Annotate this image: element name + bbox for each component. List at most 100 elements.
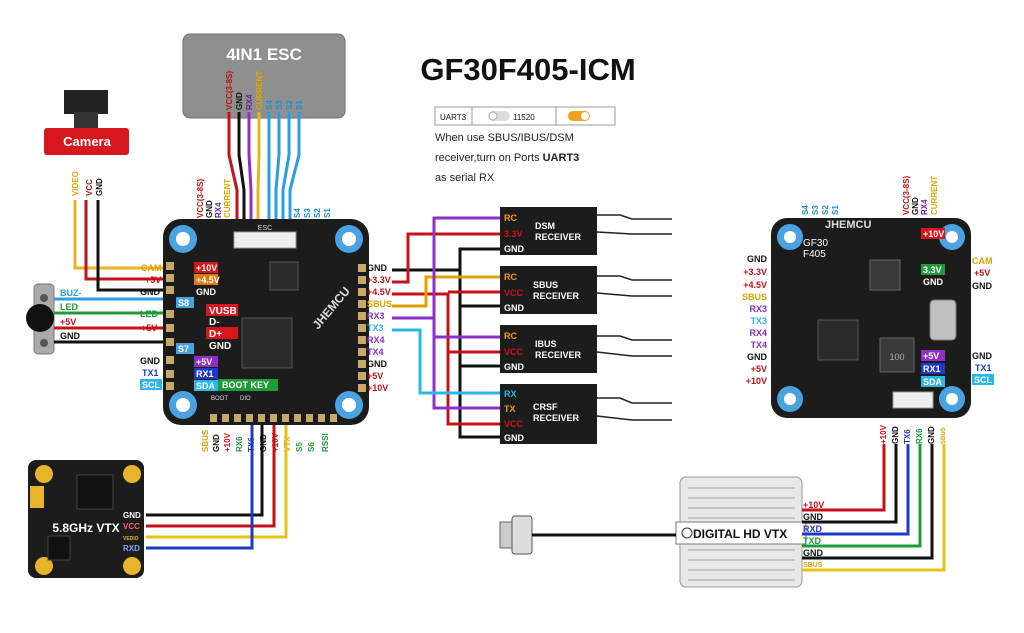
fc-top-s2: S2 <box>313 208 322 218</box>
crsf-pin-gnd: GND <box>504 433 525 443</box>
fc2-top-rx4: RX4 <box>920 199 929 215</box>
analog-vtx-wires <box>146 425 288 550</box>
fc-inner-45v: +4.5V <box>196 275 220 285</box>
fc2-left-gnd-b: GND <box>747 352 768 362</box>
analog-vtx-label: 5.8GHz VTX <box>52 521 119 535</box>
fc2-left-sbus: SBUS <box>742 292 767 302</box>
fc2-left-tx3: TX3 <box>750 316 767 326</box>
analog-vtx-pin-video: VEDIO <box>123 536 139 542</box>
fc2-left-5v: +5V <box>751 364 767 374</box>
fc-left-cam: CAM <box>141 263 162 273</box>
uart-note-line3: as serial RX <box>435 172 495 184</box>
esc-pin-s1: S1 <box>295 100 304 110</box>
fc2-left-rx3: RX3 <box>749 304 767 314</box>
fc-left-5v-b: +5V <box>141 323 157 333</box>
digital-vtx-wires <box>802 444 946 572</box>
buzzer-wires <box>54 297 172 344</box>
fc-bottom-s5: S5 <box>295 442 304 452</box>
diagram-title: GF30F405-ICM <box>420 52 635 87</box>
fc2-right-cam: CAM <box>972 256 993 266</box>
fc-dio-label: DIO <box>240 396 251 402</box>
fc2-inner-sda: SDA <box>923 377 943 387</box>
sbus-pin-rc: RC <box>504 272 517 282</box>
fc2-left-33v: +3.3V <box>743 267 767 277</box>
sbus-pin-vcc: VCC <box>504 288 524 298</box>
fc2-right-5v: +5V <box>974 268 990 278</box>
fc2-inner-33v: 3.3V <box>923 265 942 275</box>
digital-vtx-pin-sbus: SBUS <box>803 562 823 569</box>
digital-vtx-pin-labels: +10V GND RXD TXD GND SBUS <box>803 500 824 569</box>
fc-top-rx4: RX4 <box>214 202 223 218</box>
fc-inner-sda: SDA <box>196 381 216 391</box>
fc2-bottom-rx6: RX6 <box>915 428 924 444</box>
fc-right-gnd: GND <box>367 263 388 273</box>
fc2-left-gnd: GND <box>747 254 768 264</box>
fc-right-tx3: TX3 <box>367 323 384 333</box>
fc-right-labels: GND +3.3V +4.5V SBUS RX3 TX3 RX4 TX4 GND… <box>367 263 392 393</box>
esc-pin-s2: S2 <box>285 100 294 110</box>
esc-pin-vcc: VCC(3-8S) <box>225 71 234 110</box>
fc-inner-s7: S7 <box>178 344 189 354</box>
fc-left-led: LED <box>140 309 159 319</box>
dsm-pin-rc: RC <box>504 213 517 223</box>
esc-pin-current: CURRENT <box>255 71 264 110</box>
fc2-bottom-labels: +10V GND TX6 RX6 GND SBUS <box>879 424 947 444</box>
esc-pin-gnd: GND <box>235 92 244 110</box>
fc-bottom-s6: S6 <box>307 442 316 452</box>
fc-inner-rx1: RX1 <box>196 369 214 379</box>
fc-left-labels: CAM +5V GND LED +5V GND TX1 SCL <box>140 263 162 390</box>
fc-right-rx3: RX3 <box>367 311 385 321</box>
fc2-top-gnd: GND <box>911 197 920 215</box>
fc-inner-5v: +5V <box>196 357 212 367</box>
fc-left-gnd-c: GND <box>140 356 161 366</box>
fc2-top-labels: S4 S3 S2 S1 VCC(3-8S) GND RX4 CURRENT <box>801 176 939 215</box>
uart-note-port: UART3 <box>440 113 467 122</box>
camera-wires <box>73 200 172 292</box>
fc-usb-gnd: GND <box>209 341 231 352</box>
fc2-inner-5v: +5V <box>923 351 939 361</box>
fc2-top-current: CURRENT <box>930 176 939 215</box>
fc-right-tx4: TX4 <box>367 347 384 357</box>
fc2-left-10v: +10V <box>746 376 767 386</box>
camera-pin-gnd: GND <box>95 178 104 196</box>
fc-top-s1: S1 <box>323 208 332 218</box>
fc-right-sbus: SBUS <box>367 299 392 309</box>
digital-vtx-label: DIGITAL HD VTX <box>693 527 787 541</box>
camera-module: Camera VIDEO VCC GND <box>44 90 129 196</box>
fc-right-rx4: RX4 <box>367 335 385 345</box>
uart-note-line1: When use SBUS/IBUS/DSM <box>435 132 574 144</box>
fc-bottom-gnd: GND <box>212 434 221 452</box>
fc2-right-gnd-b: GND <box>972 351 993 361</box>
fc-right-gnd-b: GND <box>367 359 388 369</box>
fc-bottom-10v: +10V <box>223 432 232 452</box>
fc2-bottom-gnd-b: GND <box>927 426 936 444</box>
fc2-right-gnd: GND <box>972 281 993 291</box>
fc2-top-s2: S2 <box>821 205 830 215</box>
fc2-bottom-gnd: GND <box>891 426 900 444</box>
fc-top-gnd: GND <box>205 200 214 218</box>
buzzer-pin-gnd: GND <box>60 331 81 341</box>
fc-inner-gnd: GND <box>196 287 217 297</box>
digital-vtx-pin-10v: +10V <box>803 500 824 510</box>
esc-pin-s4: S4 <box>265 100 274 110</box>
ibus-pin-rc: RC <box>504 331 517 341</box>
fc-boot-key: BOOT KEY <box>222 380 269 390</box>
fc2-top-s4: S4 <box>801 205 810 215</box>
esc-label: 4IN1 ESC <box>226 45 302 64</box>
fc-esc-header: ESC <box>258 225 272 232</box>
digital-vtx-module: DIGITAL HD VTX <box>499 476 807 588</box>
buzzer-pin-buz: BUZ- <box>60 288 82 298</box>
uart-note-baud: 11520 <box>513 113 535 122</box>
fc-bottom-labels: SBUS GND +10V RX6 TX6 GND +10V VTX S5 S6… <box>201 429 330 452</box>
fc2-left-45v: +4.5V <box>743 280 767 290</box>
fc-left-5v: +5V <box>145 275 161 285</box>
